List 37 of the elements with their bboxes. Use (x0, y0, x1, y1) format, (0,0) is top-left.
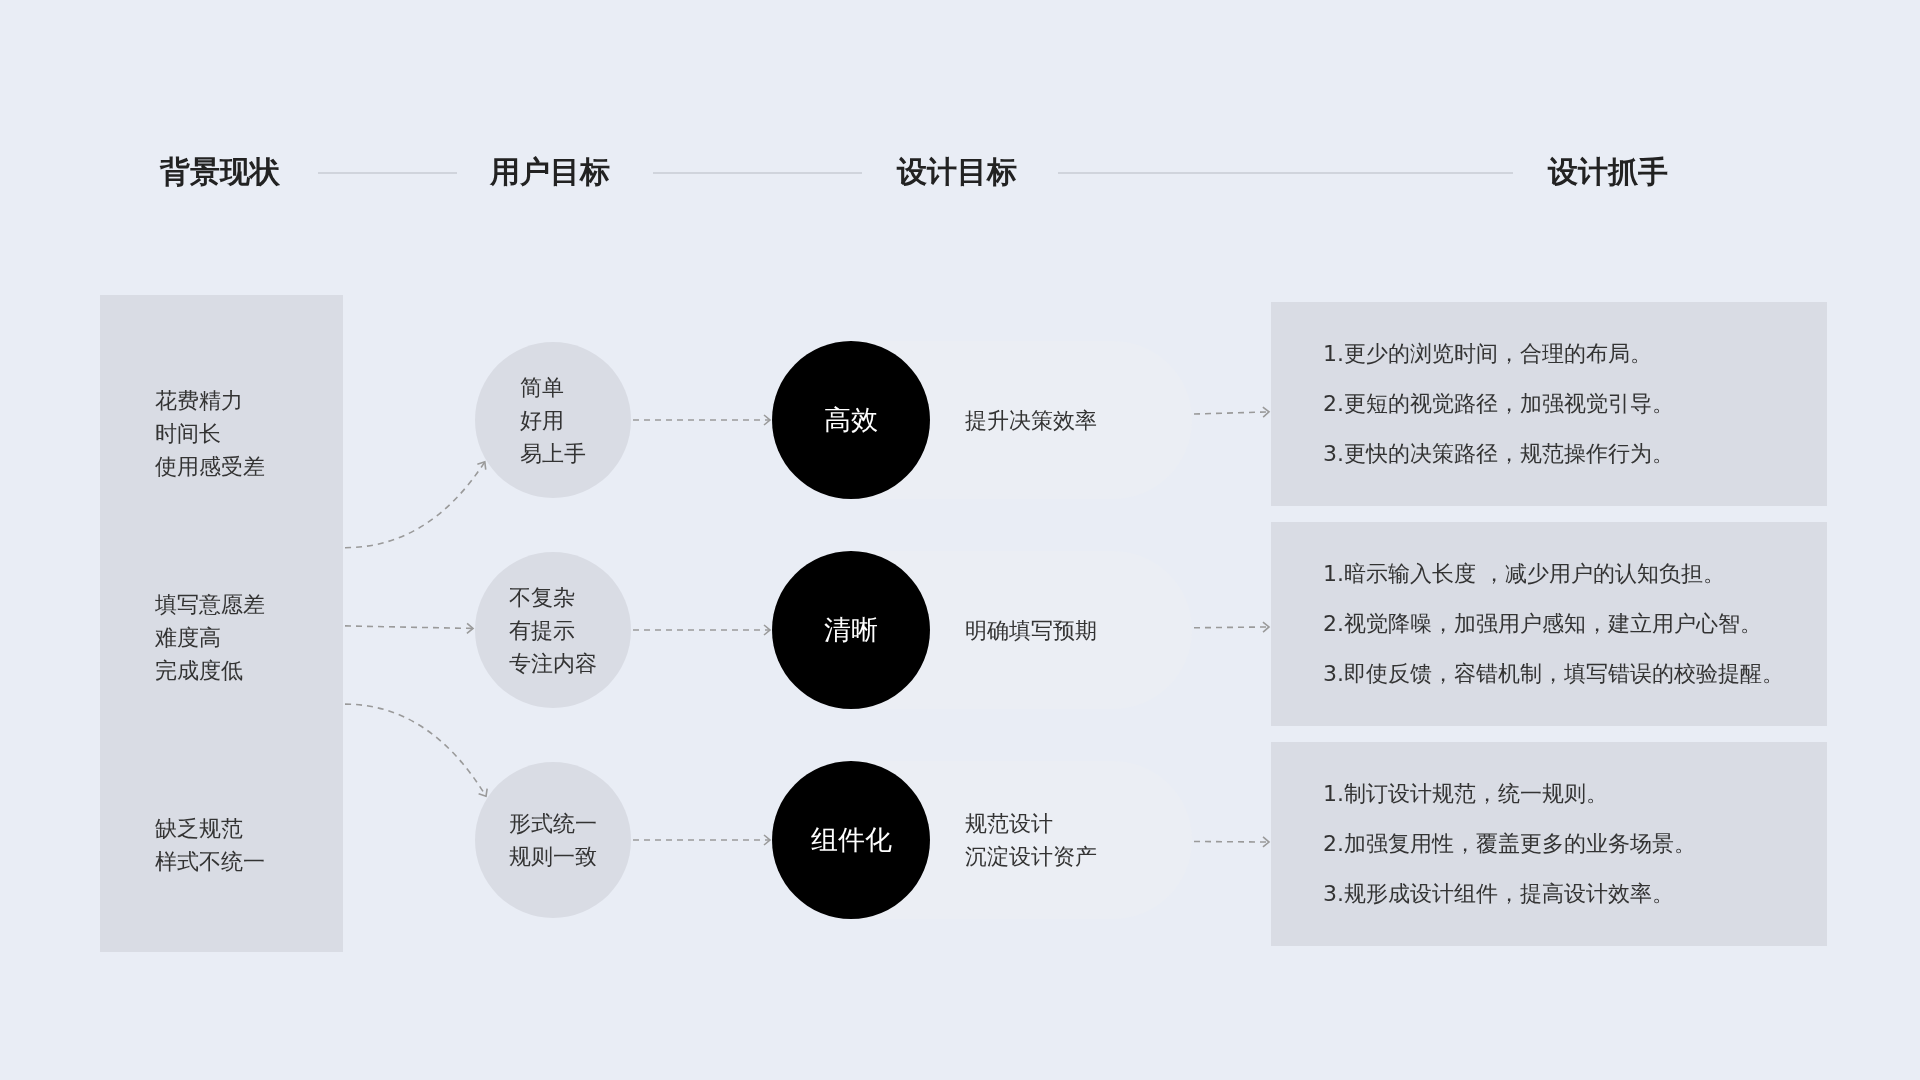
measure-text: 3.更快的决策路径，规范操作行为。 (1323, 440, 1674, 468)
arrow (1193, 406, 1270, 418)
arrow (1193, 621, 1270, 633)
goal-circle: 简单好用易上手 (475, 342, 631, 498)
goal-description: 提升决策效率 (965, 406, 1097, 435)
measure-text: 1.暗示输入长度 ，减少用户的认知负担。 (1323, 560, 1725, 588)
measure-text: 1.制订设计规范，统一规则。 (1323, 780, 1608, 808)
design-goal-circle: 组件化 (772, 761, 930, 919)
goal-circle: 形式统一规则一致 (475, 762, 631, 918)
problem-text: 花费精力时间长使用感受差 (155, 386, 265, 481)
arrow (1193, 836, 1270, 848)
goal-circle: 不复杂有提示专注内容 (475, 552, 631, 708)
measure-text: 2.视觉降噪，加强用户感知，建立用户心智。 (1323, 610, 1762, 638)
problem-text: 缺乏规范样式不统一 (155, 815, 265, 876)
arrow (344, 622, 474, 635)
design-goal-circle: 高效 (772, 341, 930, 499)
goal-description: 明确填写预期 (965, 616, 1097, 645)
arrow (344, 461, 487, 549)
measure-card (1271, 302, 1827, 506)
column-heading: 用户目标 (490, 153, 610, 191)
measure-text: 1.更少的浏览时间，合理的布局。 (1323, 340, 1652, 368)
measure-text: 3.规形成设计组件，提高设计效率。 (1323, 880, 1674, 908)
measure-text: 2.加强复用性，覆盖更多的业务场景。 (1323, 830, 1696, 858)
measure-text: 3.即使反馈，容错机制，填写错误的校验提醒。 (1323, 660, 1784, 688)
design-goal-circle: 清晰 (772, 551, 930, 709)
measure-card (1271, 742, 1827, 946)
arrow (632, 414, 771, 426)
measure-text: 2.更短的视觉路径，加强视觉引导。 (1323, 390, 1674, 418)
goal-description: 规范设计沉淀设计资产 (965, 810, 1097, 871)
column-heading: 背景现状 (160, 153, 280, 191)
arrow (344, 703, 488, 798)
column-heading: 设计目标 (897, 153, 1017, 191)
arrow (632, 834, 771, 846)
column-heading: 设计抓手 (1548, 153, 1668, 191)
measure-card (1271, 522, 1827, 726)
problem-text: 填写意愿差难度高完成度低 (155, 590, 265, 685)
arrow (632, 624, 771, 636)
